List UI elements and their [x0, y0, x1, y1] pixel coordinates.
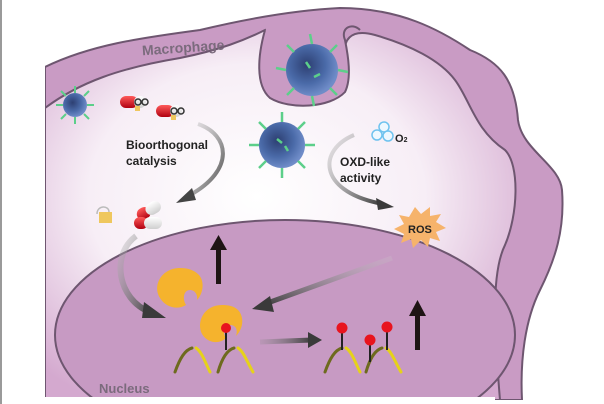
unlocked-lock-icon [96, 206, 112, 223]
nucleus [54, 219, 516, 400]
bottom-border [45, 397, 495, 404]
methyl-mark-icon [381, 321, 393, 333]
increase-arrow-upper-icon [210, 235, 227, 284]
ros-burst-icon [394, 207, 446, 248]
prodrug-capsule-icon [156, 105, 185, 120]
oxd-arrow [327, 133, 379, 205]
ros-label: ROS [408, 224, 432, 236]
nanozyme-small-icon [56, 86, 94, 124]
bioorthogonal-arrowhead [176, 188, 196, 203]
transition-arrowhead [308, 332, 322, 348]
image-left-border [0, 0, 2, 404]
oxygen-molecule-icon [371, 121, 394, 142]
bioorthogonal-arrow [189, 122, 225, 197]
enzyme-free-icon [157, 268, 203, 308]
methyl-mark-icon [336, 322, 348, 334]
methyl-mark-icon [221, 323, 231, 333]
bioorthogonal-label-line1: Bioorthogonal [126, 138, 208, 152]
dna-strand-left-icon [173, 346, 255, 374]
transition-arrow [259, 337, 313, 345]
ros-to-nucleus-arrowhead [252, 296, 274, 312]
enzyme-bound-icon [200, 305, 243, 343]
ros-to-nucleus-arrow [261, 255, 393, 308]
oxd-label-line1: OXD-like [340, 155, 390, 169]
nucleus-label: Nucleus [99, 381, 150, 396]
o2-label: O2 [395, 133, 408, 145]
nanozyme-center-icon [249, 112, 315, 178]
bioorthogonal-label-line2: catalysis [126, 154, 177, 168]
oxd-arrowhead [376, 198, 394, 210]
drug-to-nucleus-arrowhead [142, 302, 166, 318]
oxd-label-line2: activity [340, 171, 382, 185]
prodrug-capsule-icon [120, 96, 149, 111]
methyl-mark-icon [364, 334, 376, 346]
free-drug-capsule-icon [134, 201, 162, 229]
increase-arrow-lower-icon [409, 300, 426, 350]
drug-to-nucleus-arrow [117, 233, 152, 315]
macrophage-label: Macrophage [141, 37, 225, 59]
nanozyme-engulfed-icon [275, 33, 349, 107]
